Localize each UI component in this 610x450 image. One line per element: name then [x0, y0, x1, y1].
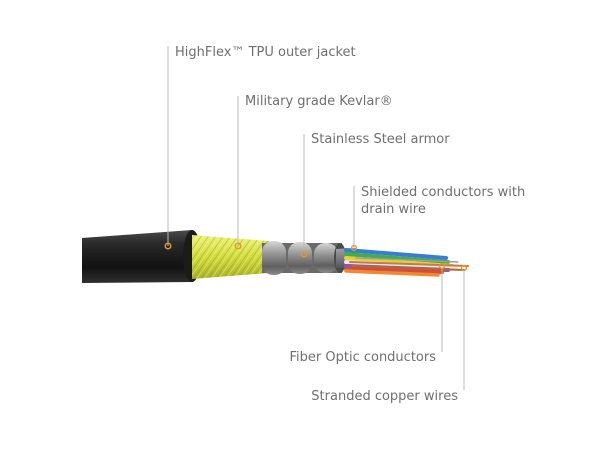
kevlar-label: Military grade Kevlar®: [245, 94, 393, 109]
shielded-label-line1: Shielded conductors with: [361, 185, 525, 200]
copper-label: Stranded copper wires: [311, 389, 458, 404]
wire-blue: [344, 248, 448, 260]
armor-label: Stainless Steel armor: [311, 132, 450, 147]
armor-coil: [288, 242, 312, 274]
wire-copper: [351, 265, 465, 271]
jacket-marker: [164, 242, 172, 250]
armor-marker: [300, 250, 308, 258]
wire-orange: [344, 269, 440, 277]
armor-coil: [314, 243, 338, 273]
fiber-marker: [438, 262, 446, 270]
kevlar-marker: [234, 242, 242, 250]
copper-marker: [460, 264, 468, 272]
callout-markers: [164, 242, 468, 272]
kevlar-weave: [192, 235, 272, 279]
leader-lines: [167, 46, 465, 390]
outer-jacket: [82, 230, 197, 283]
fiber-label: Fiber Optic conductors: [290, 350, 437, 365]
inner-conductors: [344, 248, 469, 277]
armor-coil: [262, 241, 286, 275]
jacket-label: HighFlex™ TPU outer jacket: [175, 45, 356, 60]
shielded-marker: [350, 244, 358, 252]
callout-labels: HighFlex™ TPU outer jacket Military grad…: [175, 45, 525, 404]
wire-fiber: [355, 257, 459, 263]
shielded-label-line2: drain wire: [361, 202, 426, 217]
wire-copper: [349, 261, 469, 267]
cable-illustration: [82, 230, 469, 283]
wire-red: [344, 267, 444, 274]
